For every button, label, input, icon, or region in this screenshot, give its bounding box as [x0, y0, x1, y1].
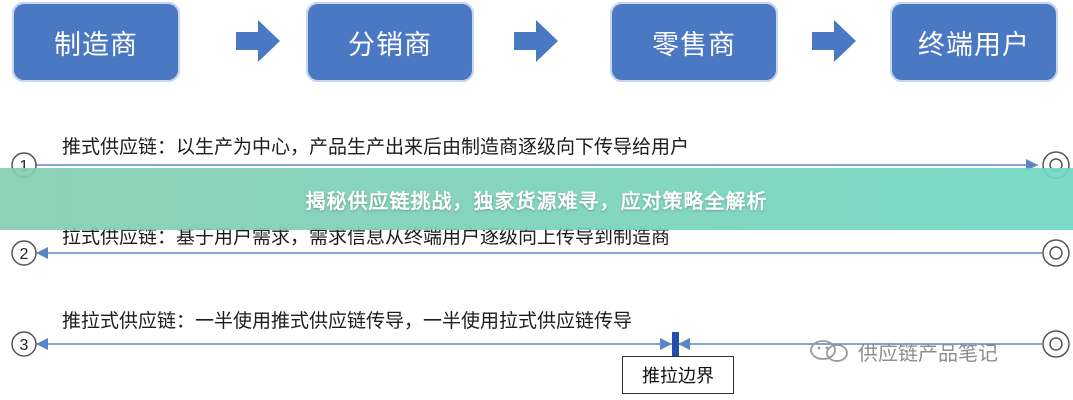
- wechat-icon: [810, 340, 848, 362]
- end-target-icon: [1042, 330, 1070, 358]
- pull-chain-description: 拉式供应链：基于用户需求，需求信息从终端用户逐级向上传导到制造商: [62, 226, 671, 248]
- flow-box-label: 制造商: [54, 29, 138, 61]
- arrow-right-icon: [514, 20, 558, 62]
- watermark: 供应链产品笔记: [808, 336, 998, 366]
- push-chain-description: 推式供应链：以生产为中心，产品生产出来后由制造商逐级向下传导给用户: [62, 136, 690, 158]
- banner-title: 揭秘供应链挑战，独家货源难寻，应对策略全解析: [305, 188, 768, 213]
- flow-box-distributor: 分销商: [306, 2, 474, 82]
- watermark-text: 供应链产品笔记: [858, 340, 998, 365]
- arrow-head-icon: [36, 338, 48, 350]
- end-target-icon: [1042, 239, 1070, 267]
- flow-box-retailer: 零售商: [610, 2, 778, 82]
- flow-box-label: 终端用户: [918, 29, 1030, 61]
- arrow-right-icon: [812, 20, 856, 62]
- boundary-marker: [672, 332, 679, 356]
- arrow-head-icon: [678, 338, 690, 350]
- flow-box-label: 分销商: [348, 29, 432, 61]
- number-label-3: 3: [20, 337, 29, 354]
- flow-box-manufacturer: 制造商: [12, 2, 180, 82]
- arrow-head-icon: [36, 247, 48, 259]
- boundary-label-text: 推拉边界: [642, 366, 714, 387]
- push-pull-chain-description: 推拉式供应链：一半使用推式供应链传导，一半使用拉式供应链传导: [62, 310, 633, 332]
- number-label-2: 2: [20, 246, 29, 263]
- flow-box-label: 零售商: [652, 29, 736, 61]
- line-2: [11, 239, 1070, 267]
- number-circle-3: [11, 331, 37, 357]
- title-banner: 揭秘供应链挑战，独家货源难寻，应对策略全解析: [0, 168, 1073, 230]
- arrow-head-icon: [660, 338, 672, 350]
- number-label-1: 1: [20, 158, 29, 175]
- push-pull-boundary-label: 推拉边界: [622, 356, 734, 394]
- flow-box-end-user: 终端用户: [890, 2, 1058, 82]
- arrow-right-icon: [236, 20, 280, 62]
- line-3: [11, 330, 1070, 358]
